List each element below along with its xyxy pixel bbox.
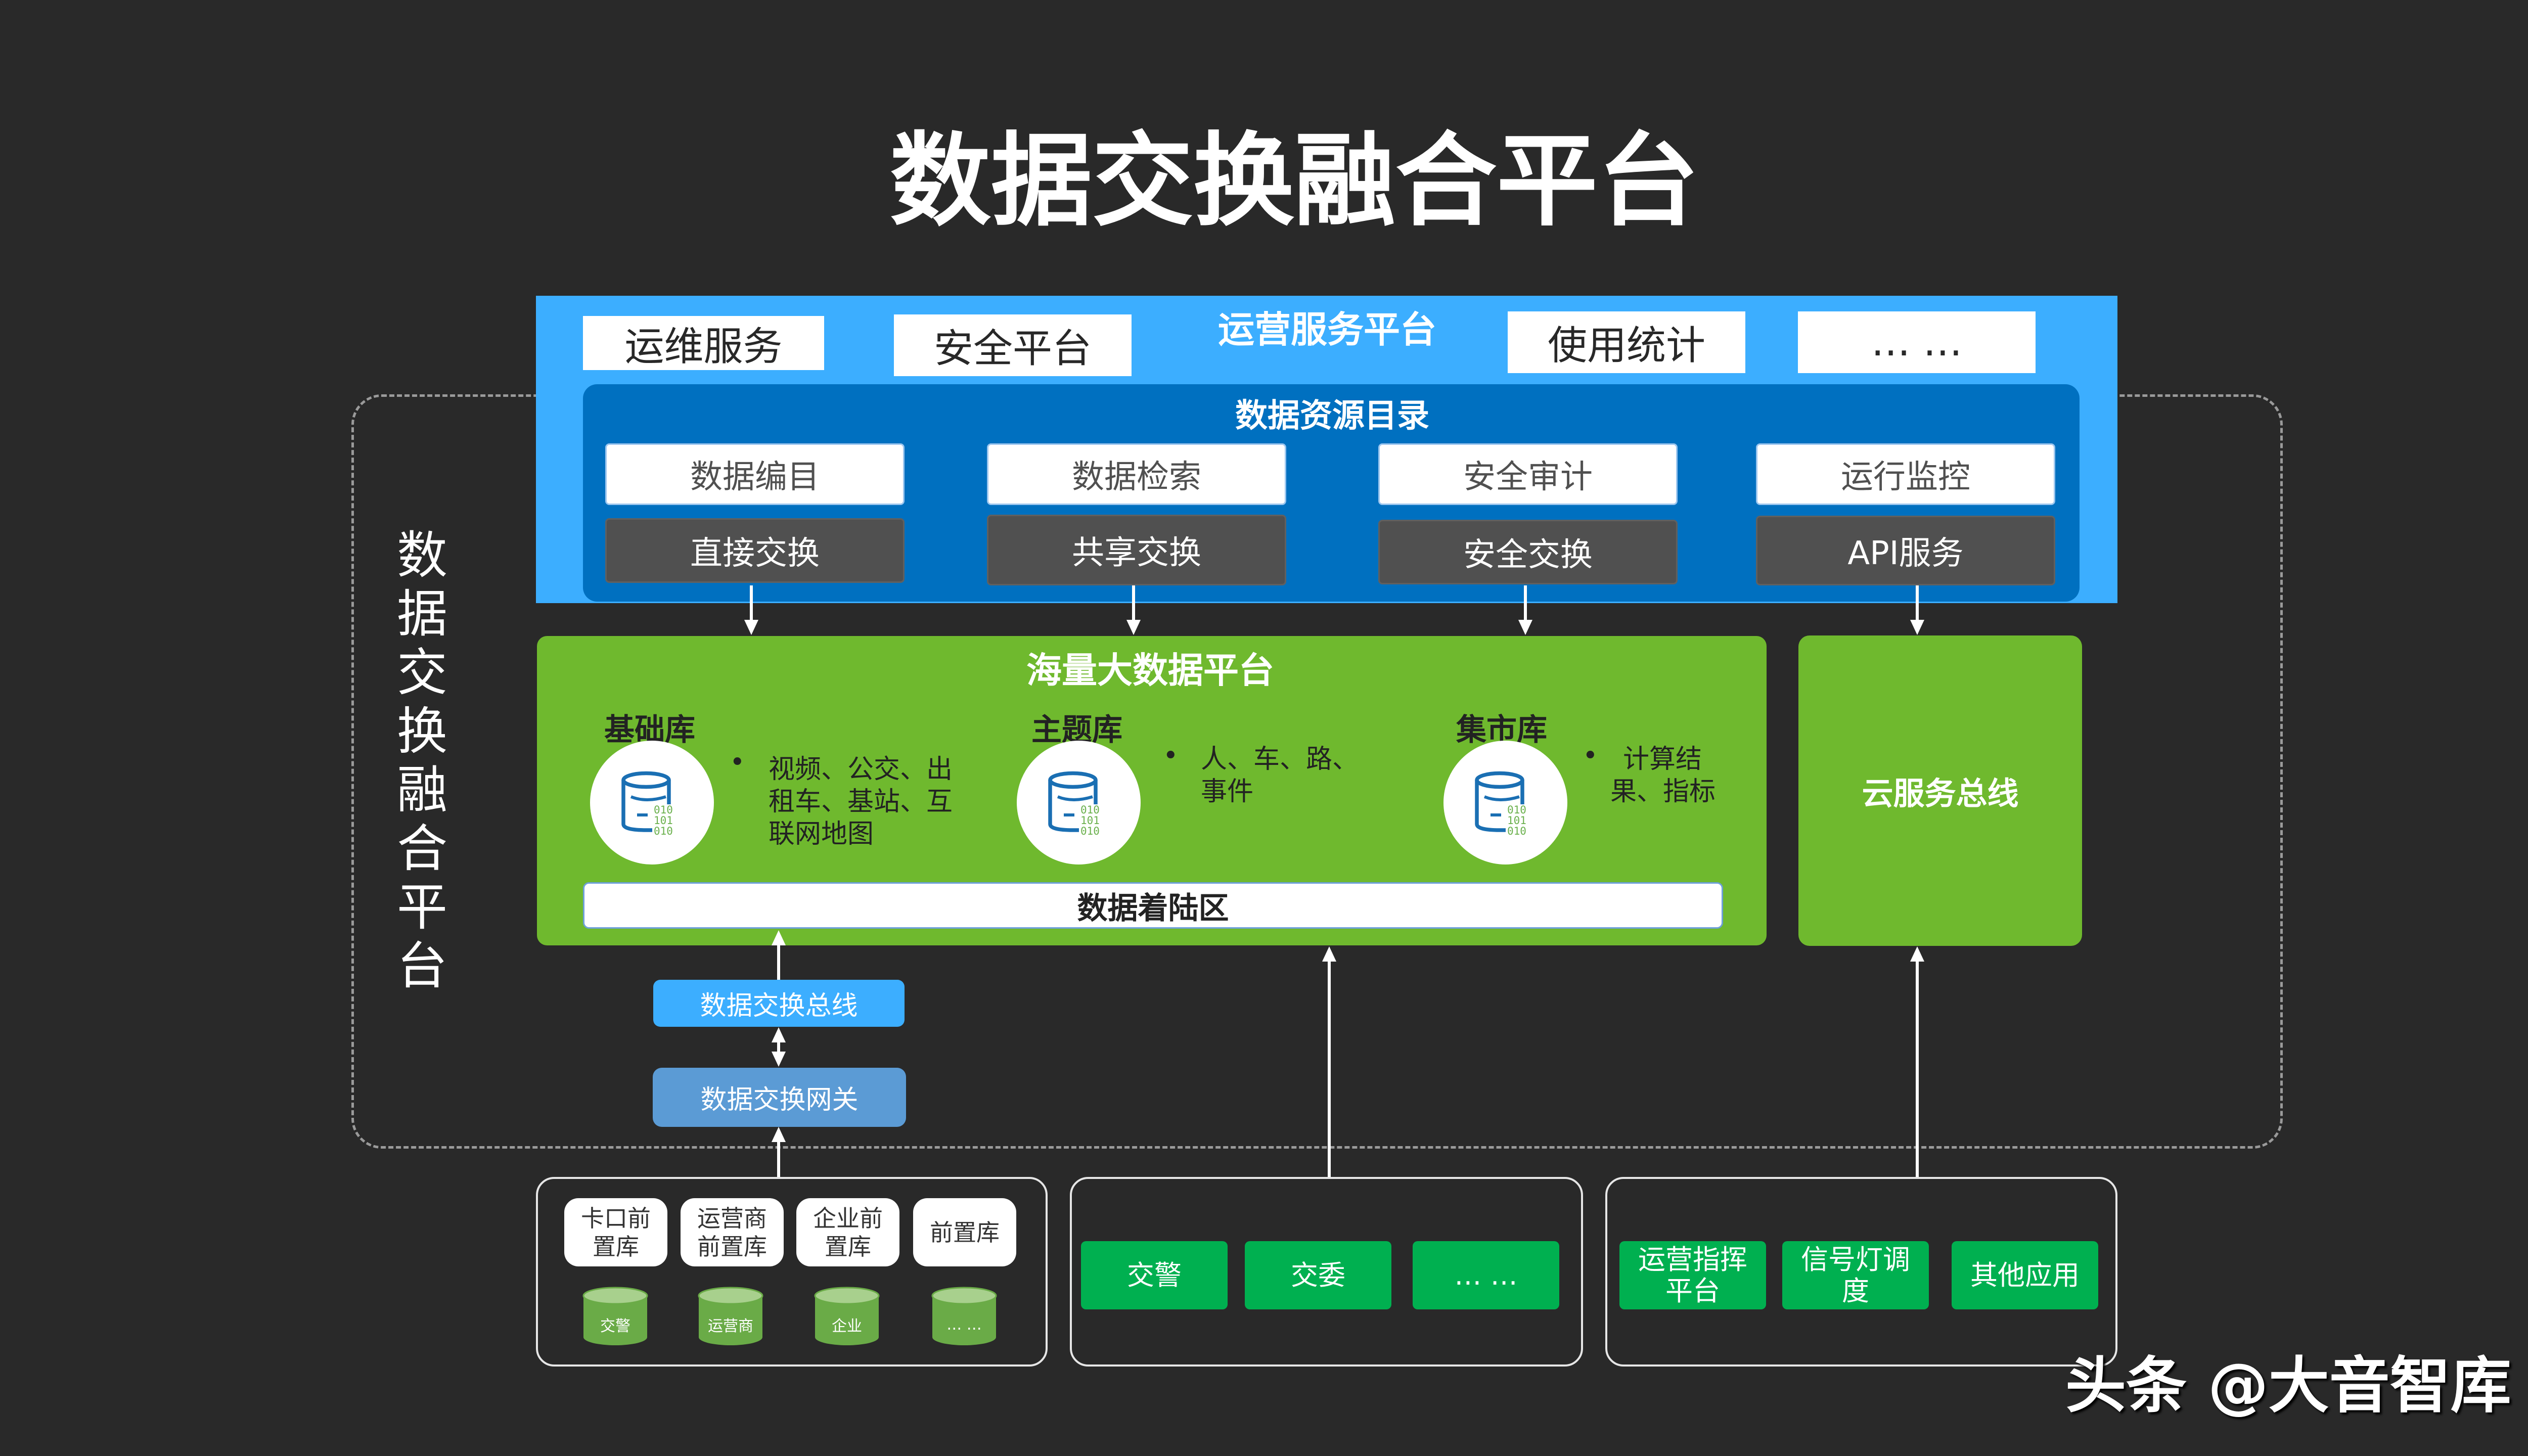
side-title-char: 据 [397,584,447,644]
connector-line [750,585,753,621]
catalog-item-monitoring[interactable]: 运行监控 [1756,443,2055,505]
app-signal-dispatch[interactable]: 信号灯调 度 [1782,1241,1929,1309]
front-library: 企业前 置库 [796,1198,899,1266]
watermark: 头条 @大音智库 [2065,1351,2511,1421]
catalog-item-search[interactable]: 数据检索 [987,443,1286,505]
department-group [1070,1177,1583,1367]
data-exchange-bus[interactable]: 数据交换总线 [653,980,905,1027]
department-more[interactable]: … … [1413,1241,1559,1309]
ops-button-security[interactable]: 安全平台 [894,314,1132,376]
cylinder-icon [931,1287,997,1345]
bigdata-platform-title: 海量大数据平台 [1026,649,1274,691]
cylinder-icon [814,1287,880,1345]
database-icon: 010 101 010 [1443,741,1567,864]
page-title: 数据交换融合平台 [889,122,1699,240]
bullet-icon: • [1163,741,1179,771]
side-title-char: 数 [397,526,447,585]
connector-line [1524,585,1527,621]
arrow-down-icon [744,620,758,635]
arrow-up-icon [1322,946,1336,962]
department-transport-committee[interactable]: 交委 [1245,1241,1391,1309]
svg-text:101: 101 [1080,814,1100,827]
side-title-char: 交 [397,643,447,702]
svg-text:010: 010 [654,825,673,837]
source-group-front-libraries [536,1177,1048,1367]
cloud-service-bus[interactable]: 云服务总线 [1798,635,2082,946]
ops-button-maintenance[interactable]: 运维服务 [583,316,824,370]
arrow-down-icon [1126,620,1141,635]
arrow-down-icon [1518,620,1532,635]
data-landing-zone[interactable]: 数据着陆区 [583,882,1723,929]
cylinder-icon [698,1287,763,1345]
database-cylinder: 企业 [814,1287,880,1348]
side-title-char: 台 [397,936,447,995]
database-cylinder: … … [931,1287,997,1348]
connector-line [1916,585,1919,621]
side-title-char: 合 [397,819,447,878]
svg-text:010: 010 [1507,804,1526,816]
cylinder-icon [582,1287,648,1345]
side-title-char: 平 [397,878,447,937]
arrow-up-icon [772,1127,786,1142]
front-library: 运营商 前置库 [681,1198,784,1266]
svg-text:010: 010 [1507,825,1526,837]
front-library: 前置库 [913,1198,1016,1266]
database-cylinder: 运营商 [698,1287,763,1348]
api-service[interactable]: API服务 [1756,516,2055,585]
arrow-up-icon [1910,946,1924,962]
bullet-icon: • [730,747,745,778]
svg-text:101: 101 [654,814,673,827]
svg-text:101: 101 [1507,814,1526,827]
library-description: 人、车、路、 事件 [1201,744,1359,807]
application-group [1605,1177,2117,1367]
app-other[interactable]: 其他应用 [1952,1241,2098,1309]
svg-text:010: 010 [1080,825,1100,837]
arrow-up-icon [772,1027,786,1042]
connector-line [1132,585,1135,621]
data-catalog-title: 数据资源目录 [1235,397,1429,435]
data-exchange-gateway[interactable]: 数据交换网关 [653,1068,906,1127]
front-library: 卡口前 置库 [564,1198,667,1266]
arrow-up-icon [772,930,786,945]
connector-line [1916,961,1919,1178]
connector-line [1328,961,1331,1178]
ops-platform-title: 运营服务平台 [1217,308,1436,351]
connector-line [777,1036,780,1059]
svg-text:010: 010 [654,804,673,816]
side-title-char: 换 [397,702,447,761]
bullet-icon: • [1583,741,1598,771]
database-icon: 010 101 010 [590,741,714,864]
library-description: 计算结 果、指标 [1610,744,1716,807]
svg-text:010: 010 [1080,804,1100,816]
arrow-down-icon [1910,620,1924,635]
exchange-secure[interactable]: 安全交换 [1378,520,1678,584]
side-title-char: 融 [397,760,447,820]
ops-button-more[interactable]: … … [1798,311,2036,373]
connector-line [777,945,780,980]
arrow-down-icon [772,1052,786,1067]
connector-line [777,1142,780,1177]
app-operations-command[interactable]: 运营指挥 平台 [1619,1241,1766,1309]
exchange-shared[interactable]: 共享交换 [987,515,1286,585]
database-icon: 010 101 010 [1017,741,1141,864]
database-cylinder: 交警 [582,1287,648,1348]
side-title: 数 据 交 换 融 合 平 台 [389,526,455,996]
exchange-direct[interactable]: 直接交换 [605,518,905,583]
catalog-item-audit[interactable]: 安全审计 [1378,443,1678,505]
department-traffic-police[interactable]: 交警 [1081,1241,1228,1309]
ops-button-usage-stats[interactable]: 使用统计 [1508,311,1745,373]
catalog-item-cataloging[interactable]: 数据编目 [605,443,905,505]
library-description: 视频、公交、出 租车、基站、互 联网地图 [769,754,953,849]
